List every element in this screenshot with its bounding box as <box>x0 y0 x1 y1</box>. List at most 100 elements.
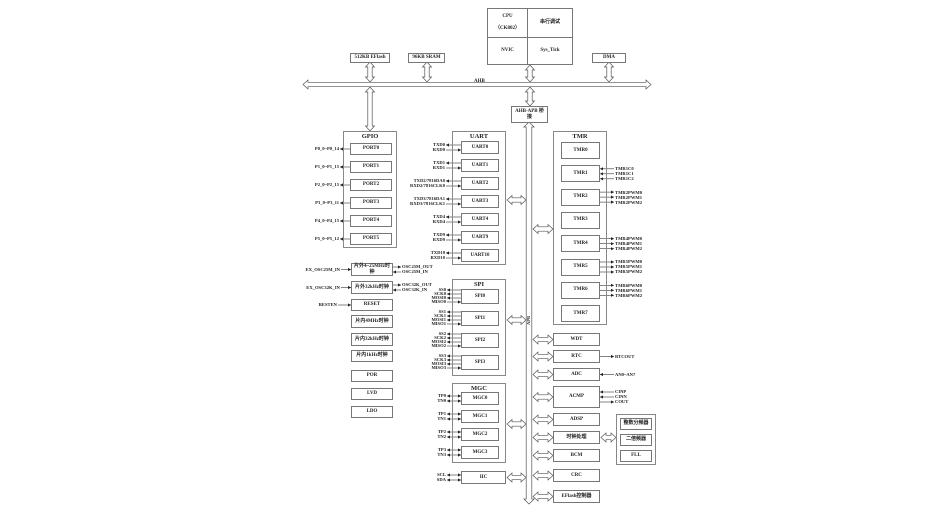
arrowhead-icon <box>447 478 450 482</box>
signal-label: TXD10 <box>430 250 445 256</box>
signal-label: TXD0 <box>433 142 445 148</box>
signal-label: P5_0~P5_12 <box>314 236 339 242</box>
arrowhead-icon <box>447 362 450 366</box>
arrowhead-icon <box>611 190 614 194</box>
signal-label: TMR5PWM2 <box>615 269 643 275</box>
arrowhead-icon <box>458 300 461 304</box>
spi-channel-box: SPI3 <box>461 355 499 370</box>
signal-label: P1_0~P1_15 <box>314 164 339 170</box>
arrowhead-icon <box>447 288 450 292</box>
frequency-doubler-box: 二倍频器 <box>620 434 652 446</box>
uart-group: UART <box>452 131 506 265</box>
arrowhead-icon <box>447 296 450 300</box>
signal-label: SS0 <box>438 287 446 293</box>
arrowhead-icon <box>611 288 614 292</box>
arrowhead-icon <box>340 201 343 205</box>
eflash-ahb-arrow <box>364 61 376 83</box>
timer-box: TMR6 <box>561 281 600 299</box>
nvic-box: NVIC <box>487 37 528 65</box>
signal-label: RXD10 <box>430 255 445 261</box>
bcm-box: BCM <box>553 449 600 462</box>
gpio-group: GPIO <box>343 131 397 248</box>
mgc-group-title: MGC <box>471 385 487 392</box>
arrowhead-icon <box>447 394 450 398</box>
signal-label: MOSI1 <box>431 317 446 323</box>
signal-label: TXD4 <box>433 214 445 220</box>
arrowhead-icon <box>458 435 461 439</box>
signal-label: P2_0~P2_15 <box>314 182 339 188</box>
arrowhead-icon <box>446 251 449 255</box>
spi-channel-box: SPI0 <box>461 289 499 304</box>
signal-label: TMR4PWM0 <box>615 236 643 242</box>
timer-box: TMR2 <box>561 188 600 206</box>
eflash-controller-box: EFlash控制器 <box>553 490 600 503</box>
apb-clock-processing-arrow <box>532 432 554 443</box>
signal-label: P3_0~P3_11 <box>315 200 339 206</box>
adc-box: ADC <box>553 368 600 381</box>
arrowhead-icon <box>458 256 461 260</box>
arrowhead-icon <box>458 412 461 416</box>
timer-box: TMR0 <box>561 142 600 159</box>
arrowhead-icon <box>393 270 396 274</box>
crc-box: CRC <box>553 469 600 482</box>
signal-label: RXD1 <box>432 165 445 171</box>
mgc-channel-box: MGC2 <box>461 428 499 441</box>
por-box: POR <box>351 370 393 382</box>
signal-label: TP2 <box>437 429 446 435</box>
sram-box: 96KB SRAM <box>408 53 445 63</box>
arrowhead-icon <box>611 242 614 246</box>
arrowhead-icon <box>611 247 614 251</box>
wdt-box: WDT <box>553 333 600 346</box>
serial-debug-box: 串行调试 <box>527 8 573 38</box>
eflash-box: 512KB EFlash <box>350 53 390 63</box>
signal-label: TMR1C1 <box>615 171 634 177</box>
timer-box: TMR4 <box>561 235 600 253</box>
arrowhead-icon <box>447 453 450 457</box>
cpu-ahb-arrow <box>524 64 536 83</box>
arrowhead-icon <box>447 448 450 452</box>
arrowhead-icon <box>447 332 450 336</box>
signal-label: TMR2PWM1 <box>615 194 643 200</box>
spi-apb-arrow <box>506 314 527 326</box>
gpio-group-title: GPIO <box>361 133 379 140</box>
signal-label: TN0 <box>437 398 446 404</box>
arrowhead-icon <box>600 395 603 399</box>
arrowhead-icon <box>458 478 461 482</box>
signal-label: TMR5PWM0 <box>615 259 643 265</box>
arrowhead-icon <box>611 195 614 199</box>
signal-label: TMR6PWM2 <box>615 292 643 298</box>
ahb-label: AHB <box>474 79 485 84</box>
arrowhead-icon <box>458 394 461 398</box>
apb-acmp-arrow <box>532 391 554 403</box>
signal-label: TN3 <box>437 452 446 458</box>
gpio-port-box: PORT5 <box>350 233 392 245</box>
arrowhead-icon <box>340 237 343 241</box>
ext-25mhz-clock-box: 片外4~25MHz时钟 <box>351 263 393 276</box>
signal-label: P0_0~P0_14 <box>314 146 339 152</box>
arrowhead-icon <box>458 453 461 457</box>
arrowhead-icon <box>458 220 461 224</box>
signal-label: SCL <box>437 472 446 478</box>
arrowhead-icon <box>340 147 343 151</box>
arrowhead-icon <box>611 400 614 404</box>
arrowhead-icon <box>458 238 461 242</box>
gpio-port-box: PORT4 <box>350 215 392 227</box>
signal-label: TMR2PWM0 <box>615 189 643 195</box>
cpu-label: CPU <box>502 14 513 19</box>
signal-label: MOSI0 <box>431 295 446 301</box>
clock-processing-box: 时钟处理 <box>553 431 600 444</box>
tmr-group-title: TMR <box>572 133 588 140</box>
signal-label: TMR4PWM1 <box>615 241 643 247</box>
tmr-group: TMR <box>553 131 607 325</box>
signal-label: OSC32K_IN <box>402 287 428 293</box>
arrowhead-icon <box>447 358 450 362</box>
timer-box: TMR7 <box>561 305 600 323</box>
spi-group-title: SPI <box>473 281 485 288</box>
spi-group: SPI <box>452 279 506 376</box>
internal-32khz-clock-box: 片内32kHz时钟 <box>351 333 393 346</box>
signal-label: RXD0 <box>432 147 445 153</box>
arrowhead-icon <box>458 417 461 421</box>
arrowhead-icon <box>600 177 603 181</box>
